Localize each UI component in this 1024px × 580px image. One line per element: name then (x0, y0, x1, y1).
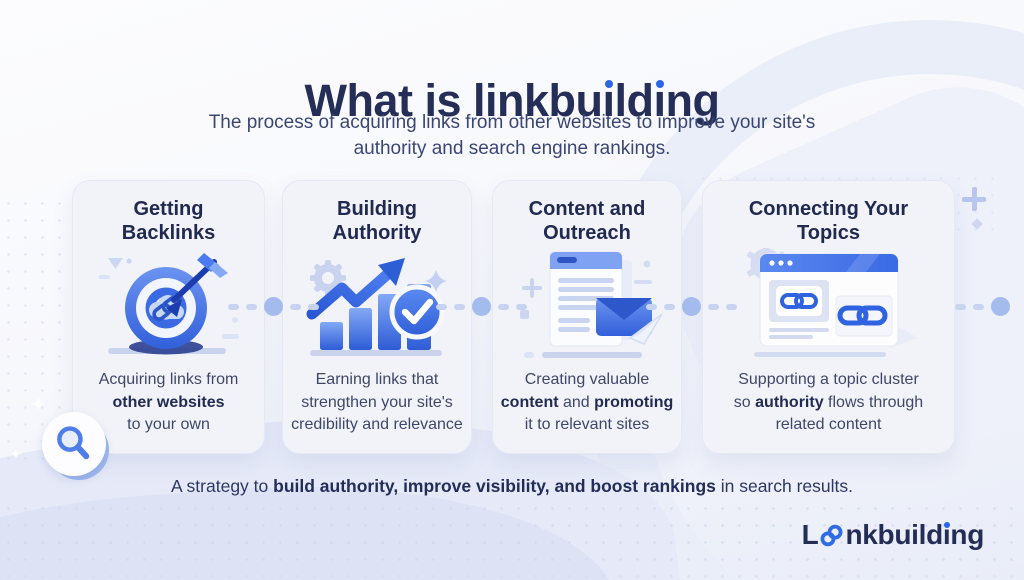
browser-topic-links-icon (738, 247, 920, 364)
connector-dotted-line (436, 297, 527, 316)
subtitle-line-1: The process of acquiring links from othe… (208, 112, 816, 133)
connector-node (991, 297, 1010, 316)
decor-dots-bottom (0, 500, 1024, 580)
page-subtitle: The process of acquiring links from othe… (0, 110, 1024, 162)
connector-dotted-line (228, 297, 319, 316)
sparkle-icon (30, 392, 47, 417)
sparkle-icon (10, 446, 22, 463)
connector-node (682, 297, 701, 316)
magnifier-badge (42, 412, 106, 476)
connector-dotted-line (646, 297, 737, 316)
magnifier-icon (57, 426, 90, 460)
document-email-send-icon (512, 248, 662, 364)
subtitle-line-2: authority and search engine rankings. (353, 138, 671, 159)
chain-link-icon (821, 524, 843, 546)
growth-bars-check-icon (302, 248, 452, 364)
strategy-statement: A strategy to build authority, improve v… (170, 476, 854, 496)
page-title: What is linkbuıldıng (304, 75, 720, 127)
connector-node (264, 297, 283, 316)
plus-sparkle-icon (962, 187, 986, 211)
connector-dotted-line (955, 297, 1010, 316)
target-dart-link-icon (94, 248, 244, 364)
connector-node (472, 297, 491, 316)
